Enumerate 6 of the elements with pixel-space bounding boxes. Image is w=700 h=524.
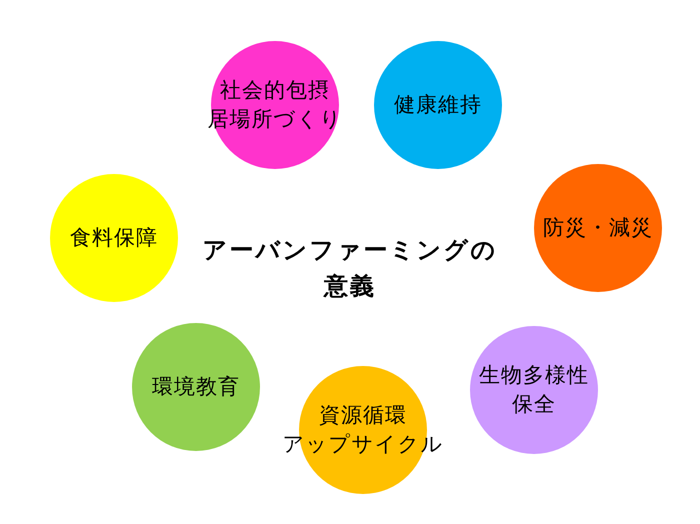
diagram-title: アーバンファーミングの意義 <box>202 235 498 302</box>
node-label: 健康維持 <box>394 92 482 118</box>
node-label: 食料保障 <box>70 224 158 252</box>
node-label: 防災・減災 <box>543 214 653 242</box>
node-label: 環境教育 <box>152 374 240 400</box>
node-label: 生物多様性保全 <box>479 362 589 418</box>
